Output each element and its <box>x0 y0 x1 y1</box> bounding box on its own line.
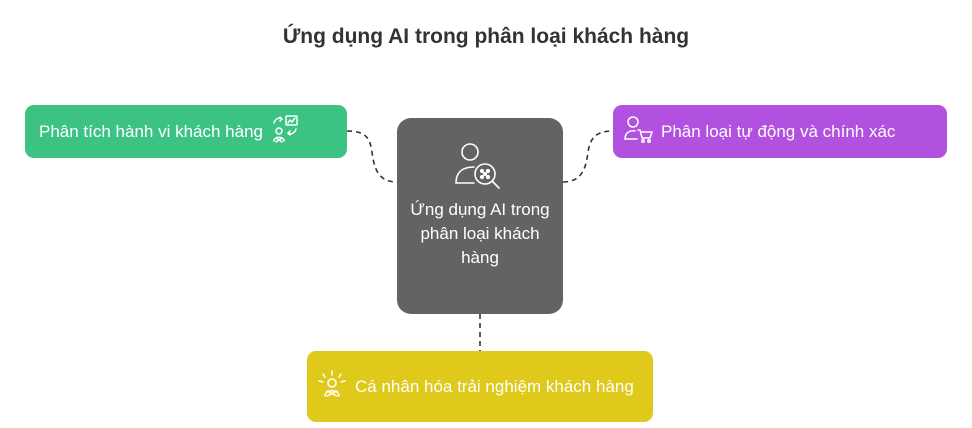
connector-right <box>562 130 614 183</box>
node-auto-classification: Phân loại tự động và chính xác <box>613 105 947 158</box>
behavior-analysis-icon <box>271 114 299 149</box>
node-behavior-analysis-label: Phân tích hành vi khách hàng <box>39 121 263 141</box>
person-cart-icon <box>623 114 653 149</box>
central-topic-node: Ứng dụng AI trong phân loại khách hàng <box>397 118 563 314</box>
node-personalization: Cá nhân hóa trải nghiệm khách hàng <box>307 351 653 422</box>
node-auto-classification-label: Phân loại tự động và chính xác <box>661 121 896 141</box>
node-behavior-analysis: Phân tích hành vi khách hàng <box>25 105 347 158</box>
personalization-icon <box>317 369 347 404</box>
person-magnifier-icon <box>452 140 506 195</box>
connector-left <box>346 130 398 183</box>
diagram-title: Ứng dụng AI trong phân loại khách hàng <box>282 25 690 48</box>
central-topic-label: Ứng dụng AI trong phân loại khách hàng <box>410 200 550 267</box>
node-personalization-label: Cá nhân hóa trải nghiệm khách hàng <box>355 377 634 396</box>
